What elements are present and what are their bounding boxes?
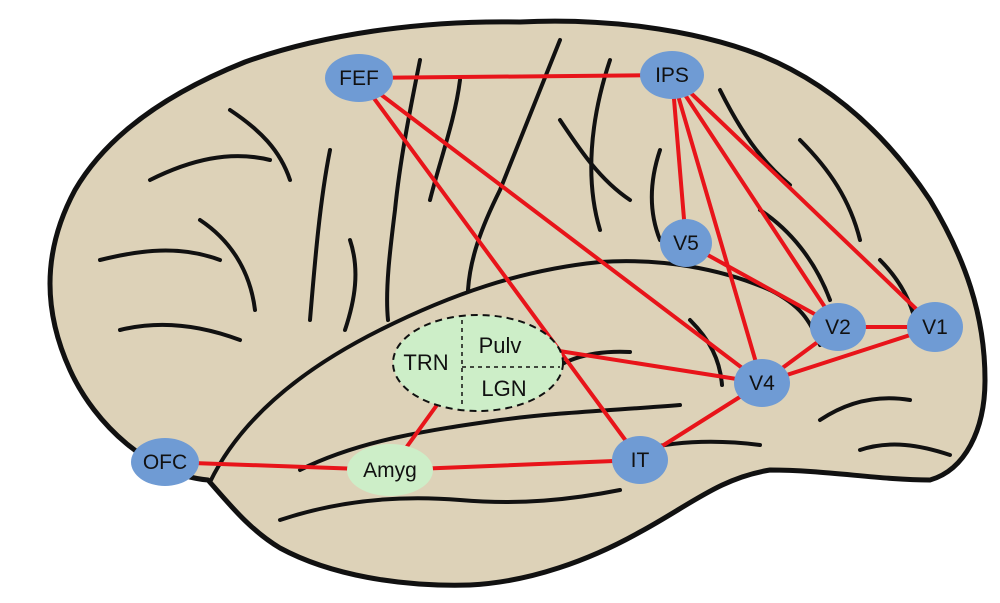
node-ips-shape xyxy=(640,51,704,99)
sulcus-line xyxy=(798,138,862,242)
node-ips: IPS xyxy=(640,51,704,99)
sulcus-line xyxy=(118,322,242,342)
thalamus-ellipse xyxy=(392,314,564,412)
thalamus-group xyxy=(392,314,564,412)
node-fef-shape xyxy=(325,54,393,102)
node-v5-shape xyxy=(660,219,712,267)
node-v4: V4 xyxy=(734,359,790,407)
node-label-it: IT xyxy=(631,449,650,472)
connection-ips-v2 xyxy=(670,73,840,329)
node-label-pulv: Pulv xyxy=(479,333,522,358)
connection-v5-v2 xyxy=(684,241,840,329)
sulcus-line xyxy=(649,148,662,242)
node-it: IT xyxy=(612,436,668,484)
sulcus-line xyxy=(308,148,332,322)
node-label-v2: V2 xyxy=(825,316,851,339)
connection-ips-v1 xyxy=(670,73,937,329)
sulcus-line xyxy=(385,58,422,322)
node-it-shape xyxy=(612,436,668,484)
sulcus-line xyxy=(558,118,632,202)
node-amyg: Amyg xyxy=(347,444,433,496)
node-v5: V5 xyxy=(660,219,712,267)
node-v2: V2 xyxy=(810,303,866,351)
node-label-ips: IPS xyxy=(655,64,689,87)
node-v1: V1 xyxy=(907,302,963,352)
sulcus-line xyxy=(428,78,462,202)
connection-fef-v4 xyxy=(357,76,764,385)
sulcus-line xyxy=(148,154,272,182)
sulcus-line xyxy=(98,248,222,262)
connection-v1-v4 xyxy=(760,325,937,385)
sulcus-line xyxy=(589,58,612,232)
sulcus-line xyxy=(198,218,257,312)
node-label-v4: V4 xyxy=(749,372,775,395)
connection-pulv-v4 xyxy=(532,345,764,385)
node-ofc-shape xyxy=(131,438,199,486)
connection-fef-ips xyxy=(357,73,674,80)
sulcus-line xyxy=(466,38,562,292)
sulcus-line xyxy=(818,396,912,422)
node-v4-shape xyxy=(734,359,790,407)
connections-layer xyxy=(163,73,937,472)
connection-ips-v5 xyxy=(670,73,688,245)
connection-fef-it xyxy=(357,76,642,462)
sulcus-line xyxy=(228,108,292,182)
node-label-v5: V5 xyxy=(673,232,699,255)
sulcus-line xyxy=(298,403,682,472)
node-v2-shape xyxy=(810,303,866,351)
node-label-trn: TRN xyxy=(403,350,448,375)
connection-ips-v4 xyxy=(670,73,764,385)
node-amyg-shape xyxy=(347,444,433,496)
sulcus-line xyxy=(758,208,832,302)
node-label-ofc: OFC xyxy=(143,451,187,474)
node-ofc: OFC xyxy=(131,438,199,486)
sulcus-line xyxy=(858,442,952,457)
node-v1-shape xyxy=(907,302,963,352)
sulcus-line xyxy=(343,238,358,332)
node-fef: FEF xyxy=(325,54,393,102)
node-label-v1: V1 xyxy=(922,316,948,339)
node-label-fef: FEF xyxy=(339,67,379,90)
node-label-lgn: LGN xyxy=(481,376,526,401)
node-label-amyg: Amyg xyxy=(363,459,417,482)
sulcus-line xyxy=(278,488,622,522)
